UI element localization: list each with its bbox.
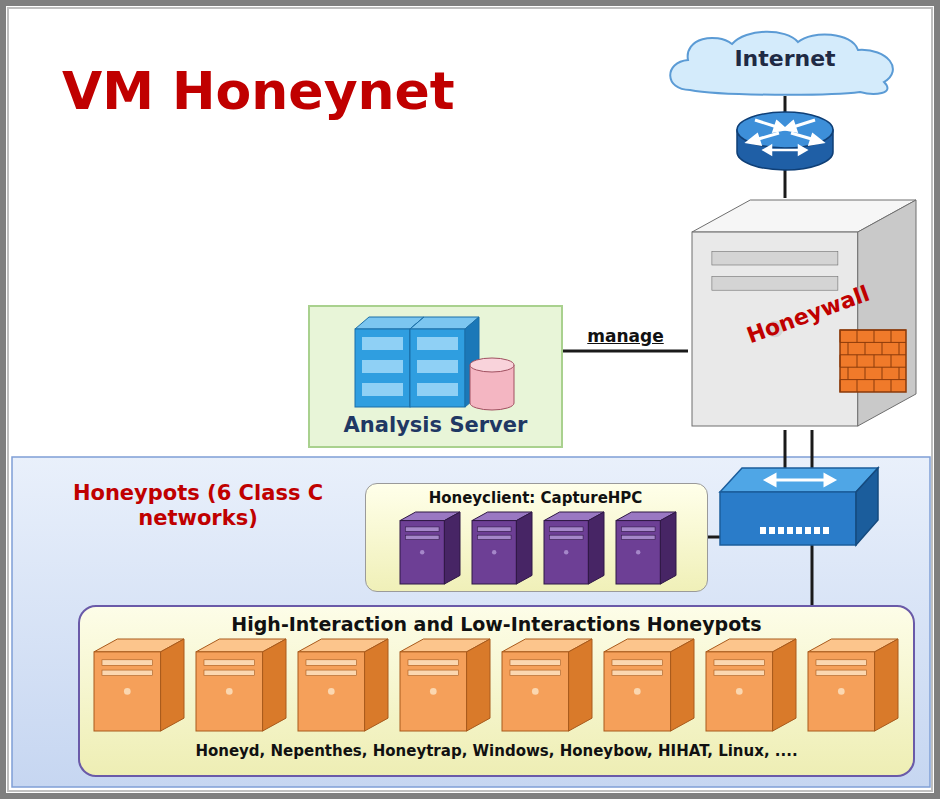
switch-port [805,527,811,534]
band-ground [12,457,930,787]
edge-label: manage [584,326,666,346]
firewall-bricks [840,330,906,392]
page-frame-inner [8,8,932,791]
server-icon [706,639,796,731]
switch-port [778,527,784,534]
server-icon [502,639,592,731]
connector-line [708,430,785,537]
honeypots-band: Honeypots (6 Class C networks) Honeyclien… [12,457,930,787]
switch-port [814,527,820,534]
server-icon [616,512,676,584]
switch-port [823,527,829,534]
node-label: Honeypots (6 Class C networks) [48,481,348,531]
switch-icon [720,468,878,545]
honeypot-group-box: High-Interaction and Low-Interactions Ho… [78,605,915,777]
diagram-title: VM Honeynet [62,60,455,122]
node-label: Internet [734,46,835,72]
server-icon [298,639,388,731]
server-icon [544,512,604,584]
page-frame [3,3,937,796]
server-icon [472,512,532,584]
switch-port [769,527,775,534]
switch-port [787,527,793,534]
connector-line [784,96,787,198]
server-icon [196,639,286,731]
connector-line [563,350,688,353]
server-icon [808,639,898,731]
connector-line [811,430,814,605]
server-icon [692,200,916,426]
cloud-shape [670,32,893,95]
analysis-server-box: Analysis Server [308,305,563,448]
honeyclient-box: Honeyclient: CaptureHPC [365,483,708,592]
node-label: Analysis Server [344,413,528,438]
node-label: High-Interaction and Low-Interactions Ho… [231,613,761,636]
server-icon [400,512,460,584]
server-icon [604,639,694,731]
internet-cloud: Internet [660,28,910,96]
server-icon [400,639,490,731]
switch-port [796,527,802,534]
database-icon [355,317,514,410]
honeywall-server: Honeywall [688,198,920,430]
router-icon [737,112,833,170]
switch-port [760,527,766,534]
server-icon [94,639,184,731]
node-body: Honeyd, Nepenthes, Honeytrap, Windows, H… [195,742,797,760]
node-label: Honeyclient: CaptureHPC [429,489,643,507]
